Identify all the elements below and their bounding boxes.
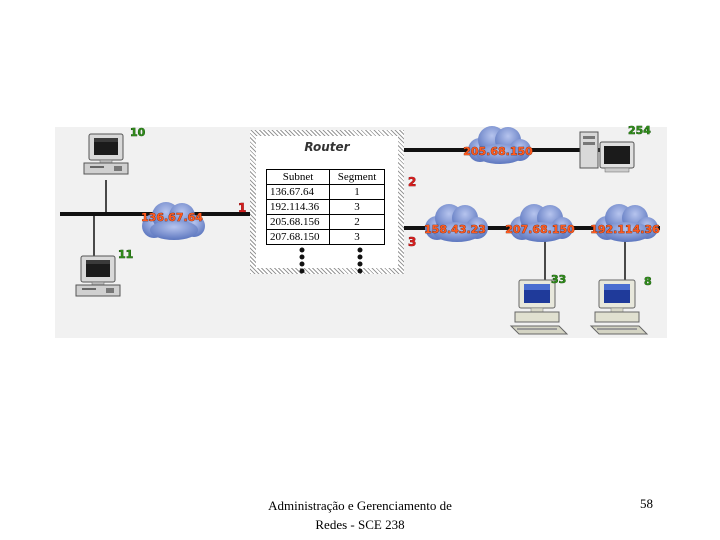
table-row: 136.67.64 1 [266,184,385,200]
subnet-cell: 205.68.156 [266,214,330,230]
table-row: 192.114.36 3 [266,199,385,215]
routing-table-header: Subnet Segment [266,169,385,185]
port-label-2: 2 [408,175,416,189]
port-label-3: 3 [408,235,416,249]
subnet-cell: 192.114.36 [266,199,330,215]
router-panel: Router Subnet Segment 136.67.64 1 192.11… [256,136,398,274]
page-number: 58 [640,496,653,511]
continuation-dots [299,247,363,274]
host-label-33: 33 [551,273,566,286]
cloud-label-right-a: 158.43.23 [424,223,486,236]
segment-cell: 1 [329,184,385,200]
subnet-cell: 136.67.64 [266,184,330,200]
router-box: Router Subnet Segment 136.67.64 1 192.11… [250,130,404,274]
segment-cell: 2 [329,214,385,230]
host-label-254: 254 [628,124,651,137]
table-row: 207.68.150 3 [266,229,385,245]
host-label-8: 8 [644,275,652,288]
footer-text: Administração e Gerenciamento de Redes -… [268,498,452,532]
host-label-11: 11 [118,248,133,261]
subnet-cell: 207.68.150 [266,229,330,245]
computer-host-10-icon [83,133,129,175]
cloud-label-right-c: 192.114.36 [590,223,660,236]
routing-table: Subnet Segment 136.67.64 1 192.114.36 3 … [266,169,385,245]
segment-cell: 3 [329,229,385,245]
cloud-label-top-right: 205.68.150 [463,145,533,158]
segment-cell: 3 [329,199,385,215]
cloud-label-right-b: 207.68.150 [505,223,575,236]
host-label-10: 10 [130,126,146,139]
table-row: 205.68.156 2 [266,214,385,230]
computer-host-11-icon [75,255,121,297]
port-label-1: 1 [238,201,246,215]
router-title: Router [304,140,350,154]
segment-header: Segment [329,169,385,185]
cloud-label-left: 136.67.64 [141,211,203,224]
subnet-header: Subnet [266,169,330,185]
server-host-254-icon [579,131,635,173]
